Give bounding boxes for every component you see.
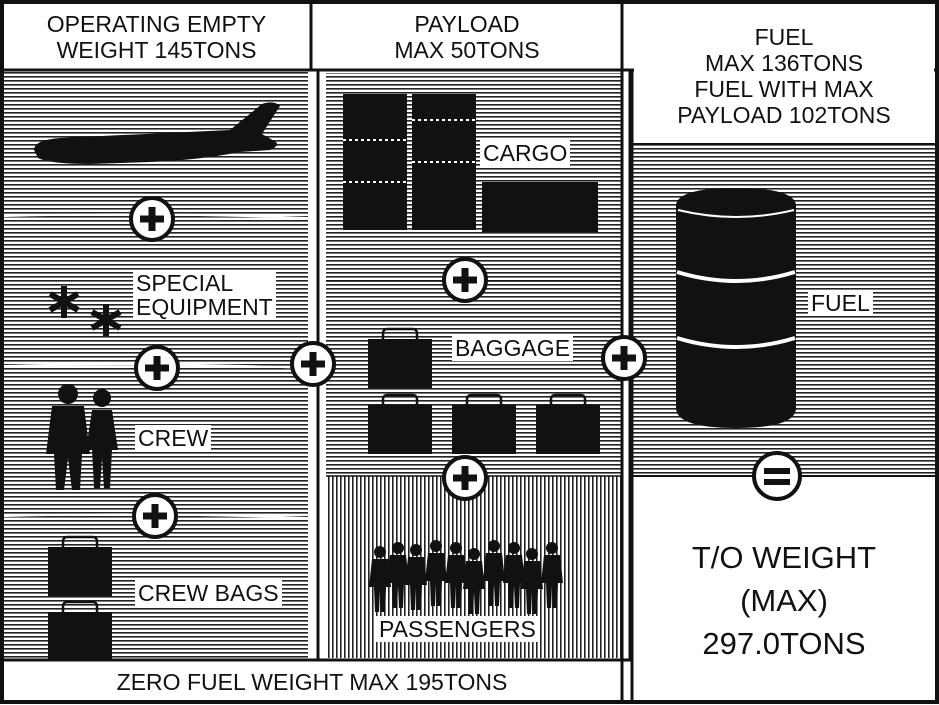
baggage-label: BAGGAGE: [452, 335, 574, 361]
takeoff-weight-line-2: (MAX): [740, 583, 828, 618]
fuel-line-3: FUEL WITH MAX: [694, 76, 874, 102]
cargo-label: CARGO: [480, 140, 571, 166]
empty-weight-header: OPERATING EMPTY WEIGHT 145TONS: [5, 6, 308, 68]
plus-icon: [442, 455, 488, 501]
fuel-header: FUEL MAX 136TONS FUEL WITH MAX PAYLOAD 1…: [634, 12, 934, 140]
fuel-line-4: PAYLOAD 102TONS: [677, 102, 891, 128]
special-equipment-label: SPECIAL EQUIPMENT: [133, 270, 276, 320]
payload-line-1: PAYLOAD: [414, 11, 520, 37]
plus-icon: [601, 335, 647, 381]
takeoff-weight-line-1: T/O WEIGHT: [691, 540, 877, 575]
takeoff-weight-line-3: 297.0TONS: [702, 626, 866, 661]
crew-label: CREW: [135, 425, 212, 451]
takeoff-weight-result: T/O WEIGHT (MAX) 297.0TONS: [634, 536, 934, 665]
person-icon: [46, 384, 118, 490]
payload-header: PAYLOAD MAX 50TONS: [314, 6, 620, 68]
cargo-container-icon: [343, 94, 598, 232]
plus-icon: [129, 196, 175, 242]
fuel-label: FUEL: [808, 290, 873, 316]
airplane-icon: [34, 102, 280, 164]
fuel-line-2: MAX 136TONS: [704, 50, 864, 76]
asterisk-icon: [48, 286, 122, 336]
plus-icon: [134, 345, 180, 391]
empty-weight-line-2: WEIGHT 145TONS: [56, 37, 257, 63]
plus-icon: [290, 341, 336, 387]
special-equipment-line-1: SPECIAL: [136, 270, 234, 296]
fuel-barrel-icon: [676, 188, 796, 428]
crew-bags-label: CREW BAGS: [135, 580, 282, 606]
passengers-label: PASSENGERS: [376, 616, 539, 642]
plus-icon: [442, 257, 488, 303]
payload-line-2: MAX 50TONS: [394, 37, 540, 63]
special-equipment-line-2: EQUIPMENT: [136, 294, 273, 320]
empty-weight-line-1: OPERATING EMPTY: [46, 11, 267, 37]
equals-icon: [752, 451, 802, 501]
fuel-line-1: FUEL: [754, 24, 814, 50]
zero-fuel-weight-footer: ZERO FUEL WEIGHT MAX 195TONS: [116, 669, 508, 695]
plus-icon: [132, 493, 178, 539]
